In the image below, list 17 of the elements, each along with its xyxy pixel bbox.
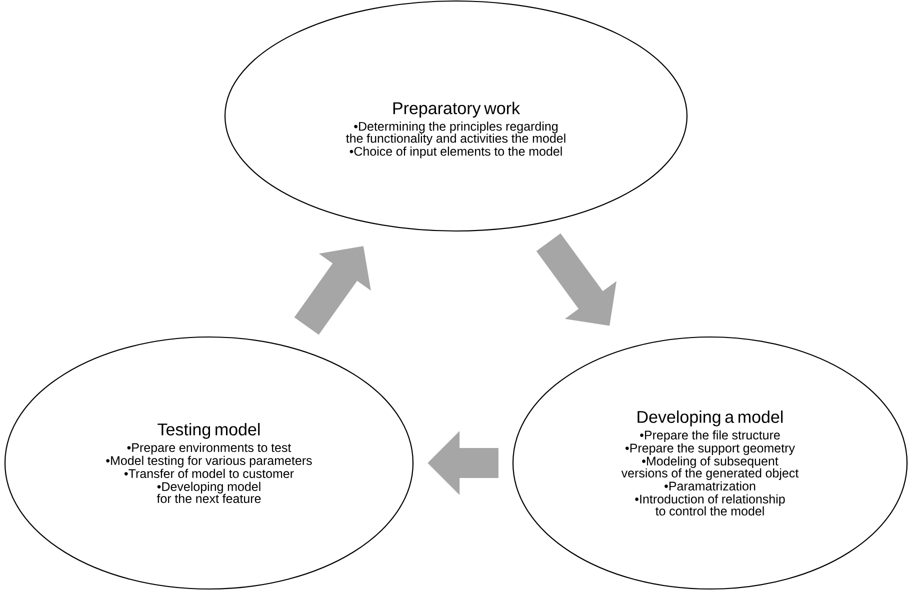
node-label: •Choice of input elements to the model: [350, 146, 562, 158]
ellipse: [224, 0, 688, 232]
ellipse: [512, 336, 908, 590]
node-label: Testing model: [158, 423, 260, 439]
node-label: Developing a model: [638, 410, 783, 426]
node-label: •Developing model for the next feature: [156, 482, 261, 504]
node-label: •Transfer of model to customer: [124, 468, 294, 478]
node-label: Preparatory work: [393, 102, 520, 118]
node-label: •Prepare the file structure: [640, 430, 780, 442]
node-label: •Determining the principles regarding the functionality and activities the model: [346, 122, 566, 146]
node-label: •Paramatrization: [664, 481, 756, 491]
node-label: •Model testing for various parameters: [106, 456, 312, 468]
node-label: •Prepare the support geometry: [625, 443, 795, 455]
node-label: •Introduction of relationship to control the model: [635, 494, 785, 516]
node-label: •Prepare environments to test: [127, 442, 292, 454]
ellipse: [4, 336, 414, 590]
node-label: •Modeling of subsequent versions of the generated object: [621, 456, 799, 480]
